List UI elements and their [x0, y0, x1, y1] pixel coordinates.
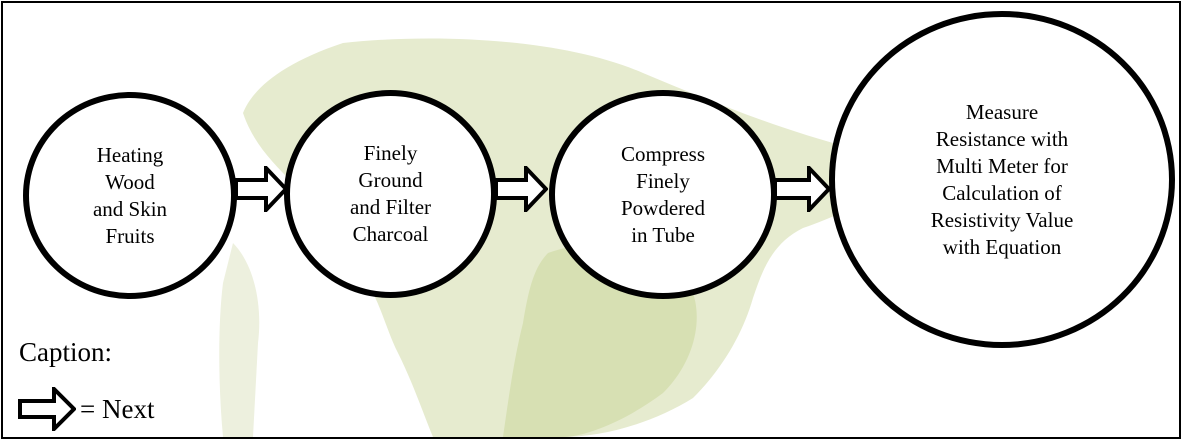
step-node-grinding: Finely Ground and Filter Charcoal — [284, 90, 497, 298]
next-arrow-icon — [18, 387, 76, 431]
step-label-heating: Heating Wood and Skin Fruits — [92, 142, 168, 248]
step-label-compress: Compress Finely Powdered in Tube — [621, 141, 705, 247]
step-node-heating: Heating Wood and Skin Fruits — [23, 92, 237, 299]
step-label-grinding: Finely Ground and Filter Charcoal — [349, 141, 432, 246]
next-arrow-icon — [234, 166, 288, 212]
step-label-measure: Measure Resistance with Multi Meter for … — [930, 99, 1074, 259]
legend-label: = Next — [80, 393, 155, 424]
next-arrow-icon — [494, 166, 548, 212]
legend: = Next — [18, 387, 154, 431]
next-arrow-icon — [773, 166, 831, 212]
caption-title: Caption: — [19, 337, 112, 367]
step-node-measure: Measure Resistance with Multi Meter for … — [829, 11, 1175, 348]
step-node-compress: Compress Finely Powdered in Tube — [549, 90, 777, 299]
